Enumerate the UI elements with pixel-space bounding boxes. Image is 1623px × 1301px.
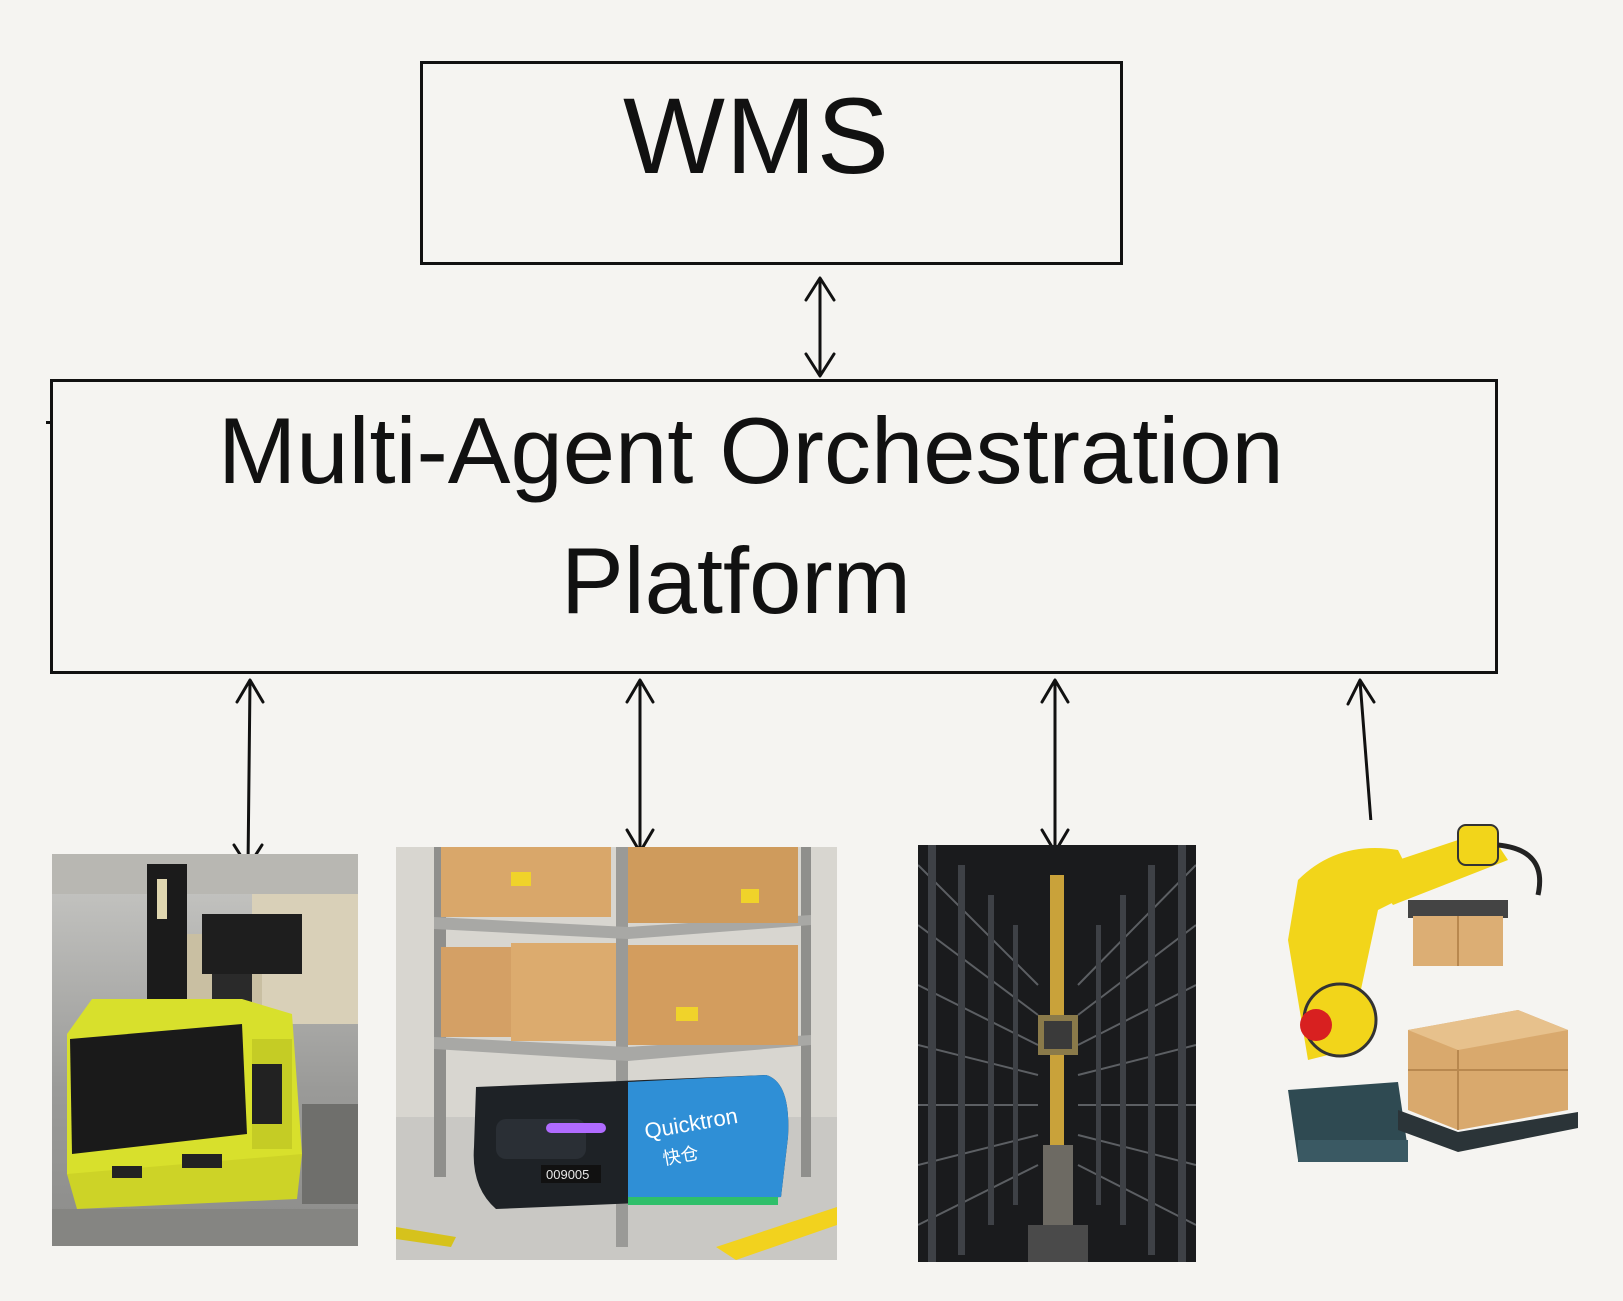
arrow-platform-asrs (1040, 678, 1070, 854)
stray-mark (46, 421, 51, 424)
arrow-platform-forklift (232, 678, 265, 869)
orchestration-platform-box: Multi-Agent Orchestration Platform (50, 379, 1498, 674)
platform-label-line1: Multi-Agent Orchestration (218, 398, 1284, 503)
shelf-robot-photo: 009005 Quicktron 快仓 (396, 847, 837, 1260)
arrow-platform-shelf-robot (625, 678, 655, 854)
robot-unit-id: 009005 (546, 1167, 589, 1182)
wms-box: WMS (420, 61, 1123, 265)
platform-label-line2: Platform (561, 528, 911, 633)
forklift-photo (52, 854, 358, 1246)
asrs-photo (918, 845, 1196, 1262)
wms-label: WMS (623, 75, 890, 196)
arrow-wms-platform (804, 276, 836, 378)
robot-arm-photo (1268, 820, 1588, 1200)
